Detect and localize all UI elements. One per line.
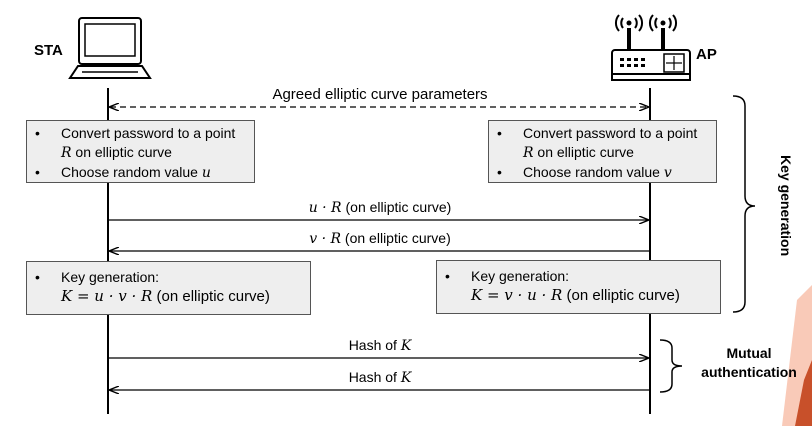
v-r-math: v · R [309,231,342,247]
hash1-math: K [400,338,412,354]
u-r-text: (on elliptic curve) [341,199,452,215]
router-icon [611,14,691,81]
sta-convert-line1: Convert password to a point [61,125,236,141]
key-generation-phase-label: Key generation [778,155,794,257]
sta-label: STA [34,42,63,59]
mutual-auth-phase-label: Mutual authentication [690,344,808,382]
mutual-auth-line1: Mutual [726,345,772,361]
ap-random-var: v [663,165,672,181]
sta-random-text: Choose random value [61,164,202,180]
ap-convert-line1: Convert password to a point [523,125,698,141]
sta-keygen-item: Key generation: K = u · v · R (on ellipt… [27,268,310,306]
sta-keygen-box: Key generation: K = u · v · R (on ellipt… [26,261,311,315]
sta-keygen-formula-math: K = u · v · R [61,287,153,305]
sta-random-var: u [201,165,211,181]
ap-keygen-formula-math: K = v · u · R [471,286,563,304]
ap-keygen-formula: K = v · u · R [471,286,562,304]
agreed-parameters-label: Agreed elliptic curve parameters [272,86,488,103]
ap-convert-line2: on elliptic curve [533,144,634,160]
ap-convert-box: Convert password to a point R on ellipti… [488,120,717,183]
hash1-text: Hash of [348,337,401,353]
ap-convert-item: Convert password to a point R on ellipti… [489,124,716,163]
laptop-icon [68,17,152,79]
u-r-label: u · R (on elliptic curve) [230,199,530,216]
sta-convert-item: Convert password to a point R on ellipti… [27,124,254,163]
mutual-auth-bracket [659,339,683,393]
sta-convert-var-r: R [61,145,72,161]
sta-keygen-formula: K = u · v · R [61,287,152,305]
v-r-text: (on elliptic curve) [341,230,451,246]
sta-keygen-suffix: (on elliptic curve) [152,288,270,305]
hash2-math: K [400,370,412,386]
key-generation-bracket [732,95,756,313]
u-r-math: u · R [308,200,342,216]
ap-random-item: Choose random value v [489,163,716,183]
sta-random-item: Choose random value u [27,163,254,183]
ap-convert-var-r: R [523,145,534,161]
mutual-auth-line2: authentication [701,364,797,380]
hash2-label: Hash of K [230,369,530,386]
ap-keygen-box: Key generation: K = v · u · R (on ellipt… [436,260,721,314]
ap-keygen-item: Key generation: K = v · u · R (on ellipt… [437,267,720,305]
ap-keygen-suffix: (on elliptic curve) [562,287,680,304]
sta-convert-box: Convert password to a point R on ellipti… [26,120,255,183]
v-r-label: v · R (on elliptic curve) [230,230,530,247]
ap-keygen-title: Key generation: [471,268,570,284]
sta-keygen-title: Key generation: [61,269,160,285]
ap-label: AP [696,46,717,63]
sta-convert-line2: on elliptic curve [71,144,172,160]
ap-random-text: Choose random value [523,164,664,180]
hash2-text: Hash of [348,369,401,385]
hash1-label: Hash of K [230,337,530,354]
